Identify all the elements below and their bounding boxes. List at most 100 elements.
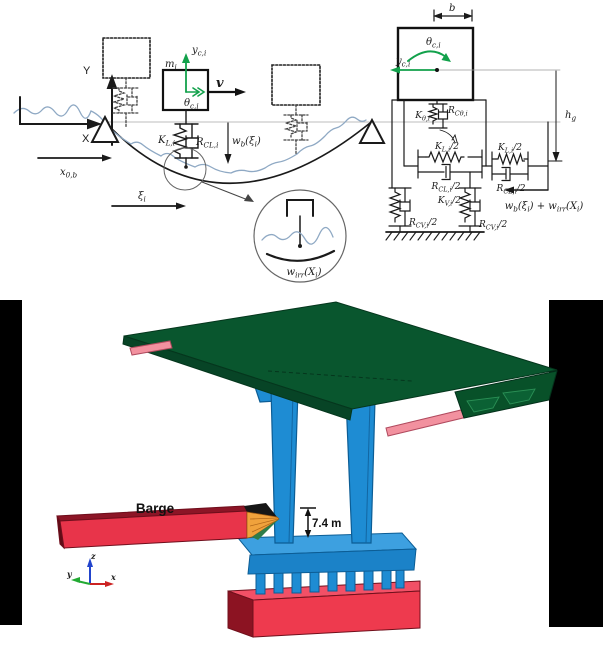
barge-bow-green-tip bbox=[252, 519, 279, 540]
clearance-dimension: 7.4 m bbox=[300, 507, 341, 538]
k-theta-spring bbox=[426, 103, 440, 125]
barge-label: Barge bbox=[136, 501, 175, 516]
ghost-damper-right bbox=[296, 114, 308, 141]
rcv-left-label: RCV,i/2 bbox=[408, 218, 437, 230]
ghost-box-right bbox=[271, 64, 321, 106]
x-axis-arrowhead bbox=[87, 118, 102, 130]
rcv-left-damper bbox=[399, 187, 411, 227]
left-black-panel bbox=[0, 300, 22, 625]
model-3d: Barge 7.4 m bbox=[0, 300, 603, 638]
thetaci-chevrons bbox=[192, 87, 206, 97]
speed-arrowhead bbox=[235, 88, 246, 96]
suspension-under-mass: KL,i RCL,i bbox=[157, 109, 218, 169]
wb-dimension: wb(ξi) bbox=[224, 122, 261, 164]
wirr-label: wirr(Xi) bbox=[287, 267, 322, 280]
rcv-center-damper bbox=[469, 187, 481, 227]
pile-cap-front-face bbox=[247, 548, 417, 575]
wtotal-label: wb(ξi) + wirr(Xi) bbox=[505, 201, 584, 214]
triad-z-label: z bbox=[90, 551, 96, 561]
right-support-triangle bbox=[358, 117, 386, 144]
pile-cap bbox=[236, 532, 418, 575]
rotation-curl bbox=[439, 129, 458, 144]
rcl-label: RCL,i bbox=[195, 137, 218, 150]
wheel-glyph bbox=[286, 199, 314, 217]
x-axis-line bbox=[19, 96, 93, 125]
ground-hatching bbox=[385, 231, 485, 241]
tub-girder-1 bbox=[466, 396, 500, 413]
yci2-label: yc,i bbox=[395, 56, 410, 69]
barge-bow-black-top bbox=[244, 503, 277, 517]
left-support-triangle bbox=[90, 114, 120, 143]
left-longitudinal-loop: KL,i/2 RCL,i/2 bbox=[417, 142, 483, 194]
ghost-box-left bbox=[102, 37, 151, 79]
b-dim-label: b bbox=[449, 3, 455, 14]
spring-kl bbox=[171, 123, 189, 159]
body-box bbox=[396, 26, 475, 102]
r-ctheta-label: RCθ,i bbox=[447, 106, 468, 118]
hg-dimension: hg bbox=[547, 70, 576, 162]
y-axis-arrowhead bbox=[106, 74, 118, 89]
left-bearing-strip bbox=[129, 340, 173, 356]
x-axis-label: X bbox=[82, 133, 90, 145]
yci-label: yc,i bbox=[191, 45, 206, 58]
center-vertical-pair: KV,i/2 RCV,i/2 bbox=[437, 171, 507, 233]
damper-rcl bbox=[185, 123, 199, 159]
kl-half-right-label: KL,i/2 bbox=[497, 143, 522, 155]
bridge-deck bbox=[122, 301, 558, 421]
travel-arrows: x0,b ξi bbox=[37, 154, 186, 210]
speed-label: v bbox=[216, 76, 224, 91]
magnified-deck-arc bbox=[265, 249, 336, 262]
contact-dot bbox=[184, 165, 188, 169]
clearance-label: 7.4 m bbox=[312, 518, 341, 530]
zoom-leader-line bbox=[201, 181, 249, 201]
deck-front-edge bbox=[122, 335, 353, 421]
ghost-vehicle-left bbox=[102, 37, 151, 128]
right-black-panel bbox=[549, 300, 603, 627]
yci-arrowhead bbox=[182, 53, 190, 63]
ghost-spring-left bbox=[111, 87, 127, 114]
thetaci-label: θc,i bbox=[184, 98, 199, 111]
road-roughness-line bbox=[13, 104, 367, 174]
bridge-deflection-curve bbox=[106, 122, 371, 184]
zoom-leader-arrowhead bbox=[244, 194, 254, 202]
barge: Barge bbox=[56, 501, 280, 550]
pier-columns bbox=[253, 380, 376, 544]
kv-center-spring bbox=[458, 187, 472, 223]
halfcar-model: b yc,i θc,i Kθ,i RCθ,i bbox=[385, 3, 584, 241]
deck-girders bbox=[454, 370, 558, 419]
wb-label: wb(ξi) bbox=[232, 136, 261, 149]
right-longitudinal-loop: KL,i/2 RCL,i/2 bbox=[491, 143, 529, 196]
xi-label: ξi bbox=[138, 191, 146, 204]
ghost-spring-right bbox=[283, 114, 299, 138]
hg-label: hg bbox=[565, 110, 576, 123]
kv-left-spring bbox=[388, 187, 402, 223]
triad-y-label: y bbox=[66, 569, 73, 579]
kl-half-left-label: KL,i/2 bbox=[434, 142, 459, 154]
coordinate-triad: z x y bbox=[66, 551, 116, 587]
triad-x-label: x bbox=[110, 572, 116, 582]
kl-half-right-spring bbox=[495, 152, 526, 166]
kl-label: KL,i bbox=[157, 135, 175, 148]
rcl-half-left-label: RCL,i/2 bbox=[431, 182, 461, 194]
foundation-front-face bbox=[252, 590, 421, 638]
y-axis-label: Y bbox=[83, 65, 91, 77]
kl-half-left-spring bbox=[425, 150, 465, 164]
vehicle-mass: mi yc,i θc,i v bbox=[161, 45, 246, 112]
x0b-label: x0,b bbox=[60, 167, 77, 180]
left-vertical-pair: RCV,i/2 bbox=[388, 187, 437, 233]
magnified-contact-detail: wirr(Xi) bbox=[253, 189, 347, 283]
mass-label: mi bbox=[165, 59, 177, 72]
schematic-2d: Y X mi bbox=[13, 3, 584, 283]
contact-zoom-circle bbox=[163, 147, 207, 191]
deck-seam-dashed bbox=[267, 370, 413, 382]
thetaci2-label: θc,i bbox=[426, 37, 441, 50]
thetaci2-arc bbox=[407, 50, 447, 62]
r-ctheta-damper bbox=[437, 103, 449, 129]
rcv-center-label: RCV,i/2 bbox=[478, 220, 507, 232]
kv-half-label: KV,i/2 bbox=[437, 196, 461, 208]
tub-girder-2 bbox=[502, 388, 536, 405]
magnified-roughness bbox=[261, 226, 334, 245]
ghost-vehicle-right bbox=[271, 64, 321, 155]
